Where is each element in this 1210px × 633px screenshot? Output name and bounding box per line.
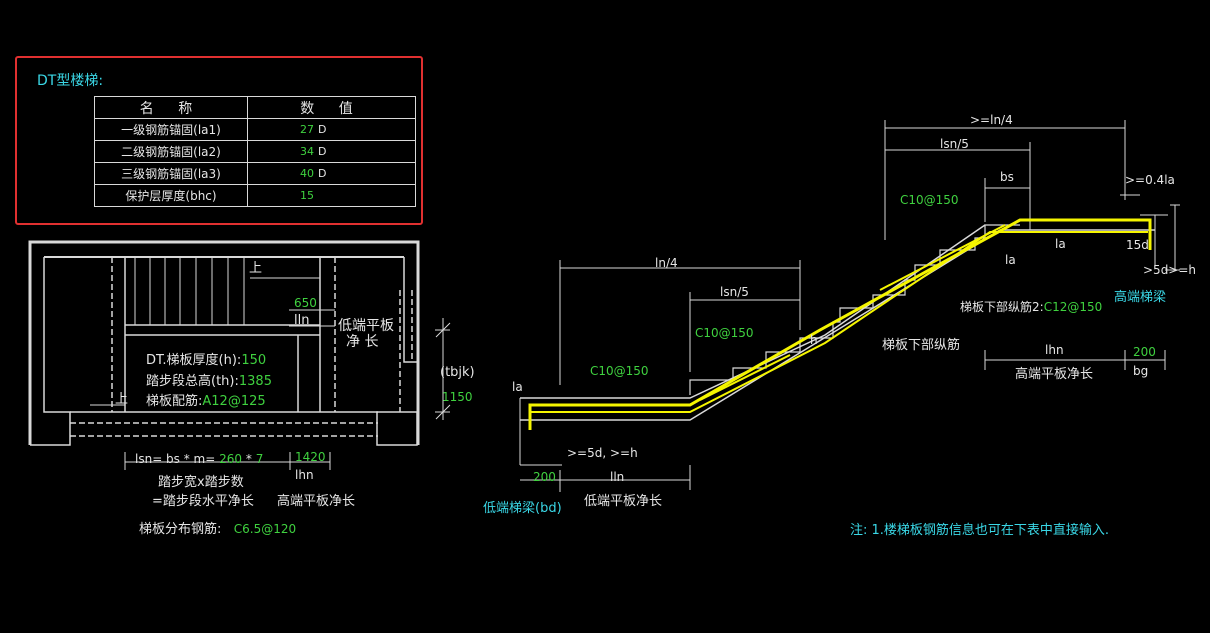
note-high-platform: 高端平板净长 bbox=[277, 494, 356, 509]
lsn-m-value[interactable]: 7 bbox=[255, 452, 264, 466]
dim-lln-plan: lln bbox=[294, 313, 310, 328]
table-header-row: 名 称 数 值 bbox=[94, 96, 416, 119]
ge041la-label: >=0.4la bbox=[1125, 173, 1175, 187]
height-label: 踏步段总高(th): bbox=[146, 374, 239, 389]
lower-rebar2-label: 梯板下部纵筋2: bbox=[960, 300, 1044, 314]
thickness-value[interactable]: 150 bbox=[241, 353, 267, 368]
lhn-section: lhn bbox=[1045, 343, 1064, 357]
dist-rebar-label: 梯板分布钢筋: bbox=[139, 522, 222, 537]
row-value[interactable]: 40 bbox=[300, 167, 314, 180]
dim-lhn-plan: lhn bbox=[295, 468, 314, 482]
row-unit: D bbox=[318, 145, 327, 158]
row-value[interactable]: 27 bbox=[300, 123, 314, 136]
footnote: 注: 1.楼梯板钢筋信息也可在下表中直接输入. bbox=[850, 523, 1110, 538]
lsn5-mid: lsn/5 bbox=[720, 285, 749, 299]
row-value-cell[interactable]: 15 bbox=[247, 184, 416, 207]
low-platform-label: 低端平板 bbox=[338, 318, 394, 334]
up-label-top: 上 bbox=[249, 261, 263, 276]
ln4-top: >=ln/4 bbox=[970, 113, 1013, 127]
ln4-mid: ln/4 bbox=[655, 256, 678, 270]
c10-top-value[interactable]: C10@150 bbox=[900, 193, 959, 207]
tbjk-label: (tbjk) bbox=[440, 365, 475, 380]
bg-label: bg bbox=[1133, 364, 1149, 378]
dist-rebar-value[interactable]: C6.5@120 bbox=[233, 522, 297, 536]
dim-1150[interactable]: 1150 bbox=[442, 390, 473, 404]
row-name: 保护层厚度(bhc) bbox=[94, 184, 248, 207]
up-label-bottom: 上 bbox=[115, 392, 129, 407]
bs-label: bs bbox=[1000, 170, 1014, 184]
dim-1420[interactable]: 1420 bbox=[295, 450, 326, 464]
high-platform-label: 高端平板净长 bbox=[1015, 367, 1094, 382]
row-value[interactable]: 15 bbox=[300, 189, 314, 202]
lln-section: lln bbox=[610, 470, 625, 484]
thickness-label: DT.梯板厚度(h): bbox=[146, 353, 242, 368]
note-step-length: =踏步段水平净长 bbox=[152, 494, 254, 509]
lsn-star: * bbox=[245, 452, 252, 466]
note-step-width: 踏步宽x踏步数 bbox=[158, 475, 244, 490]
ge5d-right: >5d>=h bbox=[1143, 263, 1197, 277]
panel-title: DT型楼梯: bbox=[37, 73, 104, 89]
low-platform-section-label: 低端平板净长 bbox=[584, 494, 663, 509]
low-platform-label-2: 净 长 bbox=[346, 334, 379, 350]
rebar-label: 梯板配筋: bbox=[146, 394, 203, 409]
la-label-a: la bbox=[1055, 237, 1066, 251]
height-value[interactable]: 1385 bbox=[238, 374, 272, 389]
ge5d-low: >=5d, >=h bbox=[567, 446, 638, 460]
dim-200-right[interactable]: 200 bbox=[1133, 345, 1156, 359]
row-value[interactable]: 34 bbox=[300, 145, 314, 158]
lsn-bs-value[interactable]: 260 bbox=[219, 452, 243, 466]
lsn-formula: lsn= bs * m= bbox=[135, 452, 216, 466]
c10-mid-value[interactable]: C10@150 bbox=[695, 326, 754, 340]
plan-view bbox=[28, 240, 451, 470]
lower-rebar-label: 梯板下部纵筋 bbox=[882, 338, 961, 353]
lsn5-top: lsn/5 bbox=[940, 137, 969, 151]
row-unit: D bbox=[318, 123, 327, 136]
h-label: h bbox=[810, 333, 818, 347]
row-value-cell[interactable]: 27 D bbox=[247, 118, 416, 141]
lower-rebar2-value[interactable]: C12@150 bbox=[1043, 300, 1103, 314]
row-unit: D bbox=[318, 167, 327, 180]
table-row[interactable]: 保护层厚度(bhc) 15 bbox=[94, 184, 416, 207]
rebar bbox=[528, 218, 1152, 430]
rebar-value[interactable]: A12@125 bbox=[202, 394, 266, 409]
c10-low-value[interactable]: C10@150 bbox=[590, 364, 649, 378]
dim-650[interactable]: 650 bbox=[294, 296, 317, 310]
high-beam-label: 高端梯梁 bbox=[1114, 290, 1167, 305]
dim-200-left[interactable]: 200 bbox=[533, 470, 556, 484]
d15-label: 15d bbox=[1126, 238, 1149, 252]
la-label-b: la bbox=[1005, 253, 1016, 267]
low-beam-label: 低端梯梁(bd) bbox=[483, 501, 562, 516]
la-low-label: la bbox=[512, 380, 523, 394]
